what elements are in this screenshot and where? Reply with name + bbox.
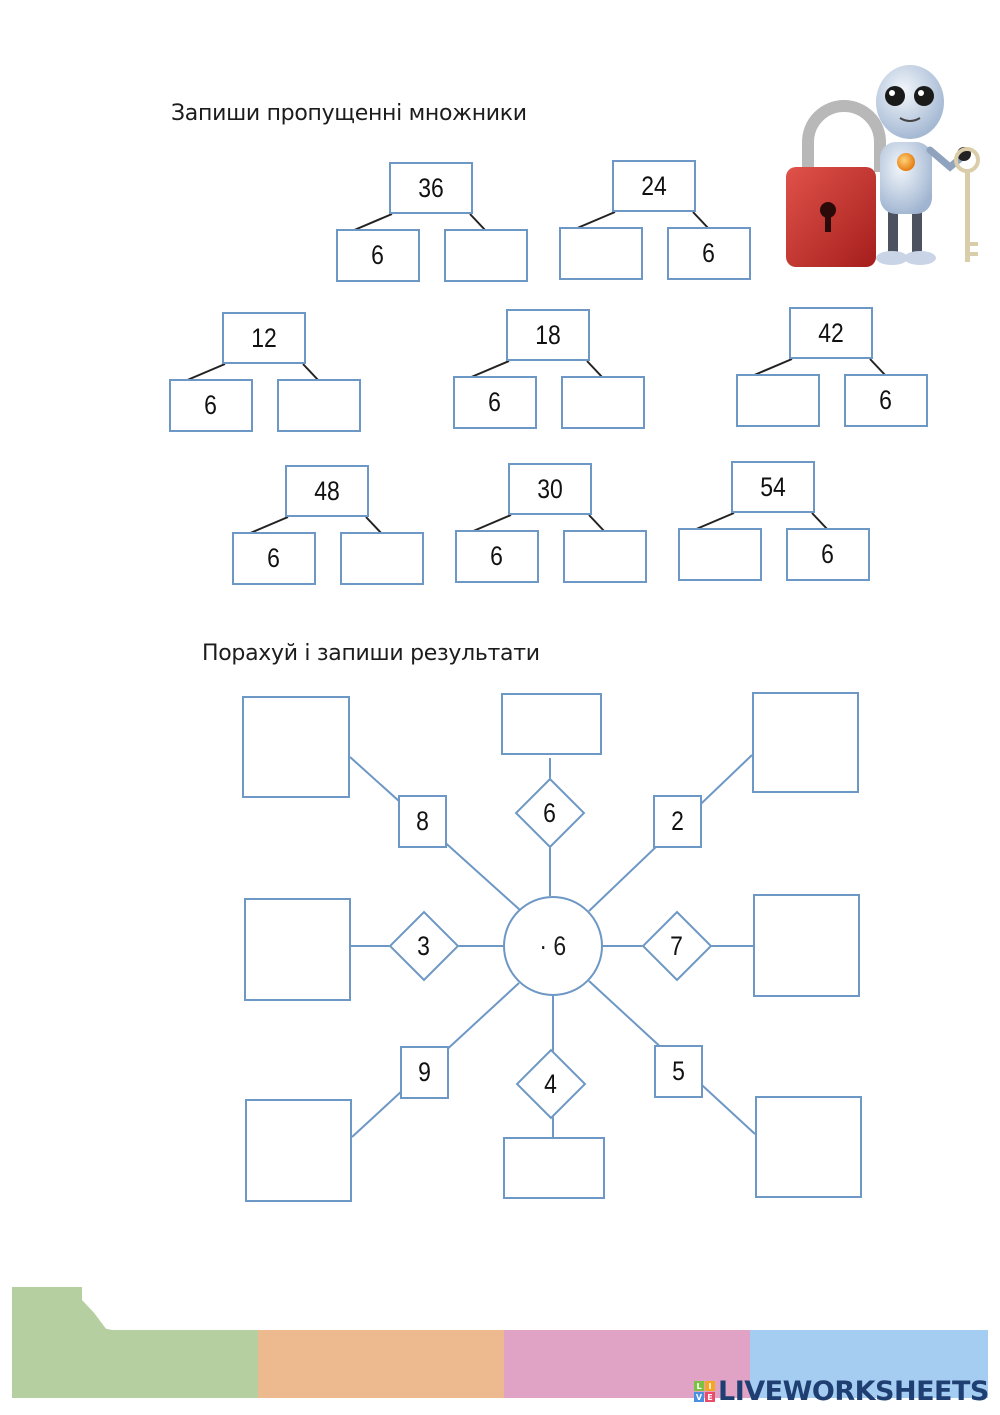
product-box: 42 xyxy=(789,307,873,359)
multiplier-value-left: 3 xyxy=(389,911,459,981)
product-box-value: 24 xyxy=(641,170,667,201)
factor-box-value: 6 xyxy=(702,238,716,268)
liveworksheets-logo[interactable]: L I V E LIVEWORKSHEETS xyxy=(694,1376,989,1407)
product-box: 12 xyxy=(222,312,306,364)
logo-tiles-icon: L I V E xyxy=(694,1381,715,1402)
factor-box: 6 xyxy=(786,528,870,581)
factor-input[interactable] xyxy=(340,532,424,585)
footer-tab-green xyxy=(12,1287,82,1332)
multiplier-text: 3 xyxy=(417,930,431,961)
logo-tile-l: L xyxy=(694,1381,704,1391)
factor-box: 6 xyxy=(169,379,253,432)
answer-input-bottom-left[interactable] xyxy=(245,1099,352,1202)
multiplier-text: 7 xyxy=(670,930,684,961)
product-box-value: 12 xyxy=(251,322,277,353)
product-box: 54 xyxy=(731,461,815,513)
multiplier-text: 4 xyxy=(544,1068,558,1099)
multiplier-value-top: 6 xyxy=(515,778,585,848)
answer-input-top[interactable] xyxy=(501,693,602,755)
factor-box: 6 xyxy=(453,376,537,429)
factor-input[interactable] xyxy=(736,374,820,427)
factor-box: 6 xyxy=(232,532,316,585)
factor-input[interactable] xyxy=(561,376,645,429)
answer-input-bottom-right[interactable] xyxy=(755,1096,862,1198)
footer-band-blue xyxy=(750,1330,988,1398)
factor-box: 6 xyxy=(667,227,751,280)
center-operator: · 6 xyxy=(539,930,567,961)
task1-title: Запиши пропущенні множники xyxy=(171,101,527,126)
product-box-value: 54 xyxy=(760,471,786,502)
multiplier-square-top-right-value: 2 xyxy=(671,806,684,836)
factor-input[interactable] xyxy=(277,379,361,432)
multiplier-square-bottom-right: 5 xyxy=(654,1045,703,1098)
factor-input[interactable] xyxy=(563,530,647,583)
factor-box: 6 xyxy=(336,229,420,282)
product-box-value: 36 xyxy=(418,172,444,203)
multiplier-square-bottom-left: 9 xyxy=(400,1046,449,1099)
product-box: 18 xyxy=(506,309,590,361)
multiplier-square-top-right: 2 xyxy=(653,795,702,848)
factor-box-value: 6 xyxy=(371,240,385,270)
factor-input[interactable] xyxy=(678,528,762,581)
factor-input[interactable] xyxy=(444,229,528,282)
answer-input-right[interactable] xyxy=(753,894,860,997)
product-box: 24 xyxy=(612,160,696,212)
product-box-value: 42 xyxy=(818,317,844,348)
logo-text: LIVEWORKSHEETS xyxy=(718,1376,989,1407)
product-box-value: 30 xyxy=(537,473,563,504)
multiplier-text: 6 xyxy=(543,797,557,828)
logo-tile-e: E xyxy=(705,1392,715,1402)
multiplier-value-right: 7 xyxy=(642,911,712,981)
task2-title: Порахуй і запиши результати xyxy=(202,641,540,666)
answer-input-top-left[interactable] xyxy=(242,696,350,798)
factor-box-value: 6 xyxy=(267,543,281,573)
multiplier-square-top-left-value: 8 xyxy=(416,806,429,836)
key-icon xyxy=(965,170,970,262)
footer-band-orange xyxy=(258,1330,504,1398)
factor-box-value: 6 xyxy=(204,390,218,420)
factor-box-value: 6 xyxy=(879,385,893,415)
factor-box: 6 xyxy=(844,374,928,427)
product-box: 30 xyxy=(508,463,592,515)
answer-input-left[interactable] xyxy=(244,898,351,1001)
product-box: 36 xyxy=(389,162,473,214)
multiplier-value-bottom: 4 xyxy=(516,1049,586,1119)
logo-tile-i: I xyxy=(705,1381,715,1391)
product-box-value: 48 xyxy=(314,475,340,506)
product-box: 48 xyxy=(285,465,369,517)
answer-input-bottom[interactable] xyxy=(503,1137,605,1199)
factor-box: 6 xyxy=(455,530,539,583)
factor-box-value: 6 xyxy=(821,539,835,569)
footer-tab-curve xyxy=(82,1300,122,1332)
footer-band-green xyxy=(12,1330,258,1398)
center-operator-circle: · 6 xyxy=(503,896,603,996)
answer-input-top-right[interactable] xyxy=(752,692,859,793)
logo-tile-v: V xyxy=(694,1392,704,1402)
factor-input[interactable] xyxy=(559,227,643,280)
multiplier-square-top-left: 8 xyxy=(398,795,447,848)
multiplier-square-bottom-left-value: 9 xyxy=(418,1057,431,1087)
factor-box-value: 6 xyxy=(490,541,504,571)
product-box-value: 18 xyxy=(535,319,561,350)
multiplier-square-bottom-right-value: 5 xyxy=(672,1056,685,1086)
factor-box-value: 6 xyxy=(488,387,502,417)
robot-padlock-illustration xyxy=(786,65,980,267)
